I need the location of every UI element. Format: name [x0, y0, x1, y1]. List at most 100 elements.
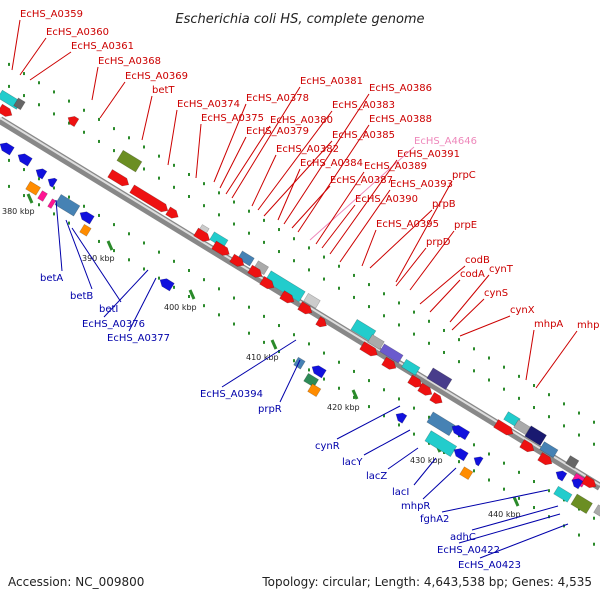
track-dot — [128, 258, 130, 262]
track-dot — [308, 368, 310, 372]
leader-line — [128, 277, 157, 332]
gene-arrow — [417, 382, 433, 396]
gene-arrow — [211, 240, 230, 256]
track-dot — [128, 232, 130, 236]
leader-line — [413, 457, 437, 486]
track-dot — [443, 350, 445, 354]
gene-label: EcHS_A0381 — [300, 76, 363, 87]
track-dot — [323, 277, 325, 281]
ruler-label: 390 kbp — [82, 254, 115, 263]
leader-line — [251, 154, 277, 207]
gene-block — [379, 343, 404, 364]
gene-label: EcHS_A0368 — [98, 56, 161, 67]
gene-label: EcHS_A0389 — [364, 161, 427, 172]
track-dot — [53, 90, 55, 94]
track-dot — [563, 424, 565, 428]
gene-label: mhpB — [577, 320, 600, 331]
track-dot — [38, 103, 40, 107]
track-dot — [503, 461, 505, 465]
track-dot — [278, 250, 280, 254]
gene-arrow — [0, 103, 13, 117]
gene-label: EcHS_A0395 — [376, 219, 439, 230]
gene-arrow — [67, 116, 80, 128]
gene-block — [237, 250, 255, 267]
track-dot — [353, 369, 355, 373]
track-dot — [188, 172, 190, 176]
track-dot — [68, 195, 70, 199]
leader-line — [419, 265, 466, 305]
ruler-label: 430 kbp — [410, 456, 443, 465]
gene-block — [524, 425, 547, 446]
track-dot — [143, 267, 145, 271]
leader-line — [29, 51, 72, 81]
track-dot — [23, 194, 25, 198]
accession-text: Accession: NC_009800 — [8, 575, 144, 589]
gene-arrow — [453, 448, 469, 462]
leader-line — [395, 180, 453, 283]
track-dot — [53, 212, 55, 216]
leader-line — [395, 247, 427, 287]
leader-line — [336, 405, 401, 440]
track-dot — [533, 384, 535, 388]
track-dot — [158, 154, 160, 158]
ruler-label: 380 kbp — [2, 207, 35, 216]
gene-label: EcHS_A0385 — [332, 130, 395, 141]
leader-line — [283, 93, 370, 225]
ruler-tick — [351, 389, 359, 400]
track-dot — [173, 259, 175, 263]
gene-label: codA — [460, 269, 485, 280]
gene-block — [570, 493, 593, 515]
track-dot — [473, 369, 475, 373]
leader-line — [195, 123, 202, 179]
gene-label: EcHS_A0375 — [201, 113, 264, 124]
gene-arrow — [555, 470, 568, 482]
gene-labels: EcHS_A0359EcHS_A0360EcHS_A0361EcHS_A0368… — [20, 9, 600, 571]
gene-label: EcHS_A0423 — [458, 560, 521, 571]
ruler-label: 440 kbp — [488, 510, 521, 519]
track-dot — [38, 81, 40, 85]
track-dot — [203, 278, 205, 282]
track-dot — [128, 136, 130, 140]
track-dot — [53, 112, 55, 116]
track-dot — [188, 294, 190, 298]
gene-label: prpD — [426, 237, 451, 248]
track-dot — [428, 341, 430, 345]
gene-arrow — [381, 356, 397, 370]
track-dot — [143, 167, 145, 171]
gene-block — [539, 441, 559, 459]
leader-line — [409, 230, 455, 291]
track-dot — [38, 203, 40, 207]
ruler-tick — [106, 240, 114, 251]
leader-line — [65, 219, 93, 290]
track-dot — [488, 378, 490, 382]
track-dot — [8, 84, 10, 88]
gene-arrow — [279, 290, 295, 304]
gene-block — [459, 466, 474, 481]
track-dot — [413, 332, 415, 336]
leader-line — [257, 110, 333, 211]
gene-label: cynX — [510, 305, 535, 316]
track-dot — [503, 487, 505, 491]
track-dot — [473, 347, 475, 351]
gene-arrow — [79, 211, 95, 225]
track-dot — [113, 249, 115, 253]
leader-line — [449, 274, 490, 323]
gene-label: EcHS_A0384 — [300, 158, 363, 169]
gene-arrow — [35, 168, 48, 180]
gene-label: EcHS_A0380 — [270, 115, 333, 126]
gene-label: fghA2 — [420, 514, 449, 525]
gene-arrow — [571, 478, 584, 490]
gene-features — [0, 89, 600, 517]
ruler-label: 420 kbp — [327, 403, 360, 412]
track-dot — [218, 287, 220, 291]
track-dot — [158, 250, 160, 254]
track-dot — [8, 158, 10, 162]
gene-arrow — [429, 391, 443, 405]
track-dot — [383, 388, 385, 392]
leader-line — [225, 125, 271, 195]
track-dot — [383, 292, 385, 296]
leader-line — [99, 81, 126, 119]
track-dot — [368, 379, 370, 383]
track-dot — [308, 342, 310, 346]
